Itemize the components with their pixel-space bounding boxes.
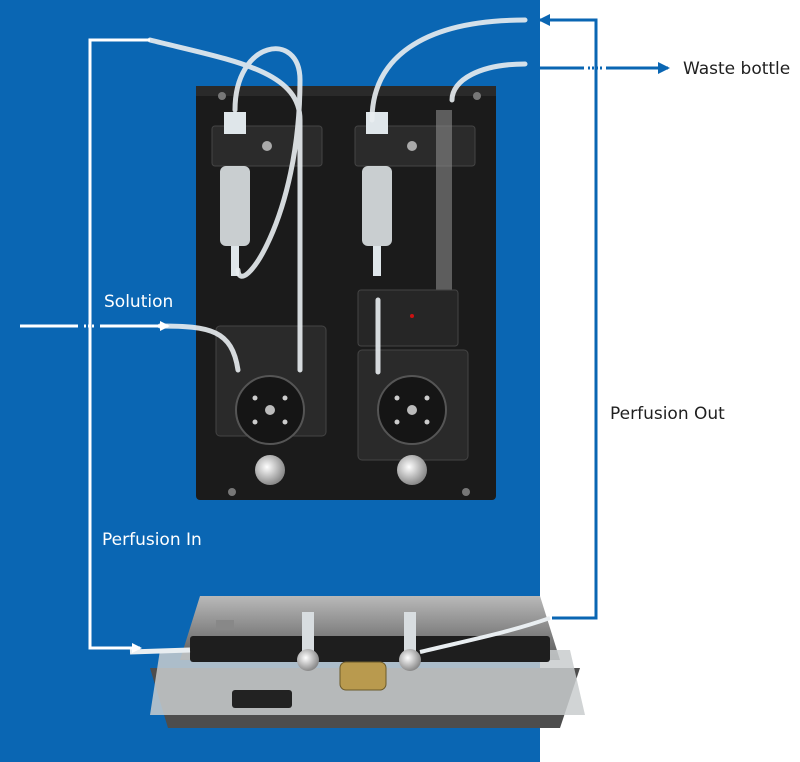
housing-screw <box>228 488 236 496</box>
solution-label: Solution <box>104 292 174 312</box>
stage-block <box>232 690 292 708</box>
inlet-clamp <box>297 649 319 671</box>
bracket-screw <box>262 141 272 151</box>
outlet-tube <box>419 616 551 654</box>
perfusion-in-line <box>88 38 150 653</box>
pump-tubing <box>147 17 528 375</box>
inlet-holder <box>302 612 314 652</box>
pump-device <box>147 17 528 500</box>
waste-bottle-label: Waste bottle <box>683 59 791 79</box>
stage-rail <box>190 636 550 662</box>
pump-head-right <box>357 349 469 485</box>
outlet-clamp <box>399 649 421 671</box>
housing-screw <box>473 92 481 100</box>
sensor-box <box>357 289 459 347</box>
outlet-holder <box>404 612 416 652</box>
syringe-left <box>220 112 250 276</box>
sample-chamber <box>339 661 387 691</box>
perfusion-stage <box>129 596 585 728</box>
sensor-led <box>410 314 414 318</box>
perfusion-out-line <box>538 14 598 620</box>
inlet-tube <box>129 647 191 655</box>
perfusion-in-label: Perfusion In <box>102 530 202 550</box>
housing-screw <box>462 488 470 496</box>
perfusion-out-label: Perfusion Out <box>610 404 725 424</box>
housing-screw <box>218 92 226 100</box>
flow-sensor-tube <box>436 110 452 300</box>
pump-housing-top-edge <box>196 86 496 96</box>
bracket-screw <box>407 141 417 151</box>
stage-connector <box>216 620 234 630</box>
